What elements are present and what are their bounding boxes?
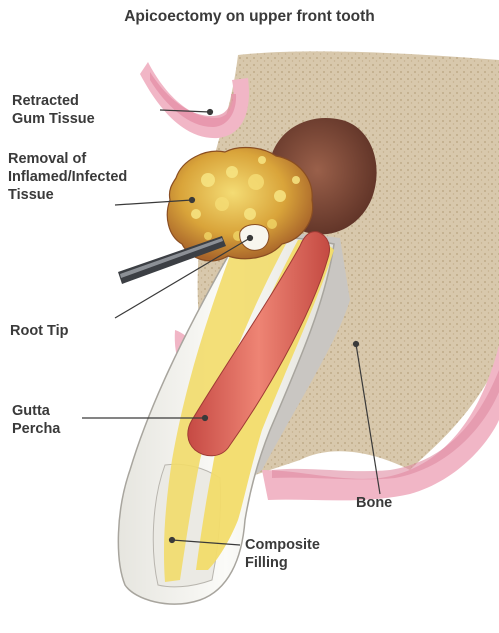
label-gutta-percha: Gutta Percha [12, 402, 60, 438]
label-removal-tissue: Removal of Inflamed/Infected Tissue [8, 150, 127, 204]
label-retracted-gum: Retracted Gum Tissue [12, 92, 95, 128]
label-bone: Bone [356, 494, 392, 512]
label-composite-filling: Composite Filling [245, 536, 320, 572]
label-root-tip: Root Tip [10, 322, 69, 340]
diagram-title: Apicoectomy on upper front tooth [0, 8, 499, 26]
root-tip-fragment [240, 225, 269, 251]
